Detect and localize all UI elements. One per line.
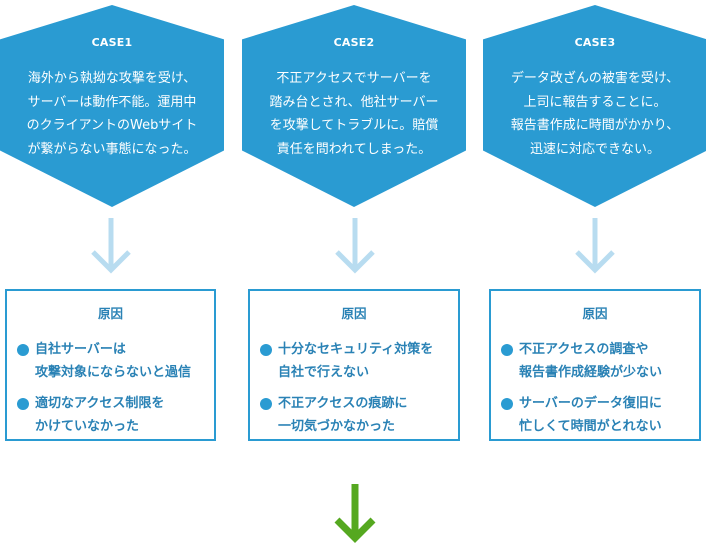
case1-description: 海外から執拗な攻撃を受け、 サーバーは動作不能。運用中 のクライアントのWebサ… [10, 67, 214, 161]
case2-cause-box: 原因 十分なセキュリティ対策を 自社で行えない 不正アクセスの痕跡に 一切気づか… [248, 289, 460, 441]
case2-hexagon: CASE2 不正アクセスでサーバーを 踏み台とされ、他社サーバー を攻撃してトラ… [242, 5, 466, 207]
cause-item: 不正アクセスの調査や 報告書作成経験が少ない [501, 338, 699, 384]
bullet-dot-icon [17, 398, 29, 410]
case2-description: 不正アクセスでサーバーを 踏み台とされ、他社サーバー を攻撃してトラブルに。賠償… [252, 67, 456, 161]
cause-item: 十分なセキュリティ対策を 自社で行えない [260, 338, 458, 384]
cause-line: 十分なセキュリティ対策を [278, 342, 434, 357]
case2-label: CASE2 [333, 36, 375, 49]
case1-down-arrow-icon [91, 218, 131, 274]
case3-line: 上司に報告することに。 [523, 94, 667, 110]
case3-cause-box: 原因 不正アクセスの調査や 報告書作成経験が少ない サーバーのデータ復旧に 忙し… [489, 289, 701, 441]
bullet-dot-icon [260, 344, 272, 356]
cause-line: 自社で行えない [278, 365, 370, 380]
case3-hexagon: CASE3 データ改ざんの被害を受け、 上司に報告することに。 報告書作成に時間… [483, 5, 706, 207]
case1-line: のクライアントのWebサイト [26, 118, 198, 133]
case3-description: データ改ざんの被害を受け、 上司に報告することに。 報告書作成に時間がかかり、 … [493, 67, 697, 161]
case3-cause-title: 原因 [582, 306, 608, 321]
case3-line: 報告書作成に時間がかかり、 [510, 118, 680, 133]
case3-cause-list: 不正アクセスの調査や 報告書作成経験が少ない サーバーのデータ復旧に 忙しくて時… [491, 338, 699, 438]
final-green-down-arrow-icon [334, 484, 376, 543]
cause-line: 不正アクセスの調査や [519, 342, 649, 357]
bullet-dot-icon [17, 344, 29, 356]
cause-line: かけていなかった [35, 419, 140, 434]
cause-line: 忙しくて時間がとれない [519, 419, 662, 434]
cause-line: 攻撃対象にならないと過信 [35, 365, 192, 380]
case3-line: 迅速に対応できない。 [529, 141, 660, 157]
cause-line: 一切気づかなかった [278, 419, 396, 434]
case2-line: 不正アクセスでサーバーを [276, 71, 432, 86]
case1-cause-title: 原因 [97, 306, 123, 321]
case2-line: 踏み台とされ、他社サーバー [269, 94, 439, 110]
bullet-dot-icon [260, 398, 272, 410]
cause-item: 適切なアクセス制限を かけていなかった [17, 392, 214, 438]
case1-cause-list: 自社サーバーは 攻撃対象にならないと過信 適切なアクセス制限を かけていなかった [7, 338, 214, 438]
cause-line: 報告書作成経験が少ない [519, 365, 663, 380]
case1-hexagon: CASE1 海外から執拗な攻撃を受け、 サーバーは動作不能。運用中 のクライアン… [0, 5, 224, 207]
case1-line: サーバーは動作不能。運用中 [27, 94, 197, 110]
case1-label: CASE1 [91, 36, 133, 49]
cause-line: 適切なアクセス制限を [35, 396, 165, 411]
case2-down-arrow-icon [335, 218, 375, 274]
case1-cause-box: 原因 自社サーバーは 攻撃対象にならないと過信 適切なアクセス制限を かけていな… [5, 289, 216, 441]
case3-line: データ改ざんの被害を受け、 [510, 71, 680, 86]
case1-line: が繋がらない事態になった。 [27, 141, 197, 157]
bullet-dot-icon [501, 398, 513, 410]
cause-line: 不正アクセスの痕跡に [278, 396, 408, 411]
cause-item: 不正アクセスの痕跡に 一切気づかなかった [260, 392, 458, 438]
case3-label: CASE3 [574, 36, 616, 49]
cause-line: 自社サーバーは [35, 342, 126, 357]
cause-line: サーバーのデータ復旧に [519, 396, 662, 411]
cause-item: サーバーのデータ復旧に 忙しくて時間がとれない [501, 392, 699, 438]
case1-line: 海外から執拗な攻撃を受け、 [27, 71, 197, 86]
case3-down-arrow-icon [575, 218, 615, 274]
cause-item: 自社サーバーは 攻撃対象にならないと過信 [17, 338, 214, 384]
case2-line: 責任を問われてしまった。 [276, 141, 432, 157]
case2-line: を攻撃してトラブルに。賠償 [269, 118, 439, 133]
case2-cause-title: 原因 [341, 306, 367, 321]
bullet-dot-icon [501, 344, 513, 356]
case2-cause-list: 十分なセキュリティ対策を 自社で行えない 不正アクセスの痕跡に 一切気づかなかっ… [250, 338, 458, 438]
